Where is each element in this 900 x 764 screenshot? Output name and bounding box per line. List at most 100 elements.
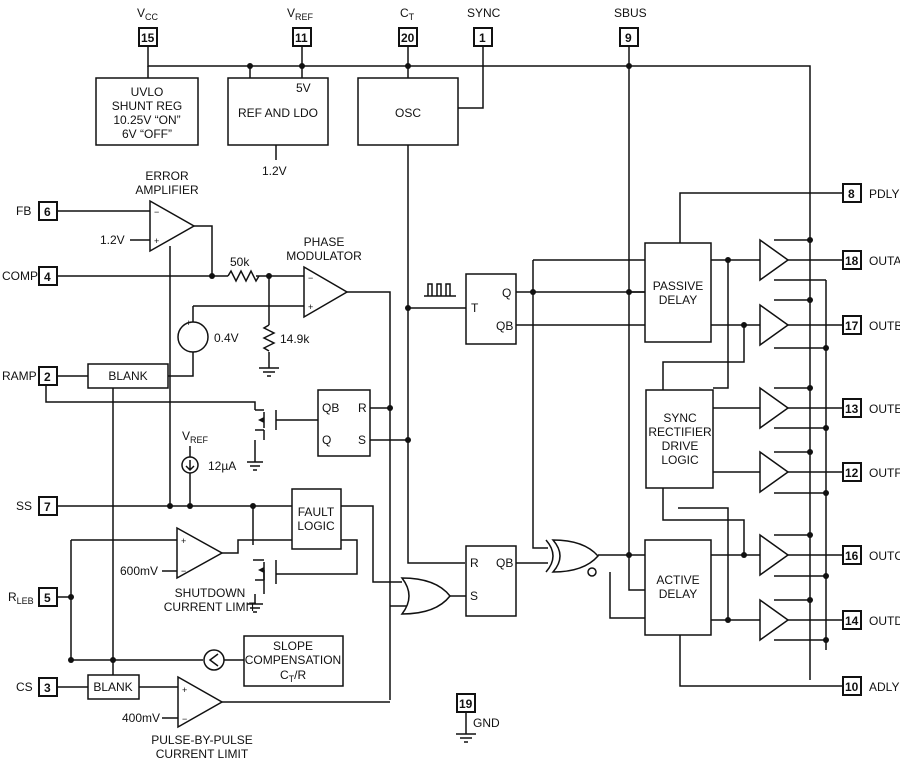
svg-text:RLEB: RLEB: [8, 590, 34, 606]
svg-text:VREF: VREF: [182, 429, 209, 445]
svg-text:13: 13: [845, 402, 859, 416]
svg-text:R: R: [358, 401, 367, 415]
svg-text:SHUTDOWN: SHUTDOWN: [175, 586, 246, 600]
pin-oute: 13 OUTE: [842, 398, 900, 418]
svg-text:+: +: [308, 302, 313, 312]
svg-text:CT/R: CT/R: [280, 668, 307, 684]
svg-text:6V “OFF”: 6V “OFF”: [122, 127, 172, 141]
svg-text:10.25V “ON”: 10.25V “ON”: [113, 113, 180, 127]
svg-text:FAULT: FAULT: [298, 505, 335, 519]
svg-text:COMPENSATION: COMPENSATION: [245, 653, 341, 667]
svg-text:CURRENT LIMIT: CURRENT LIMIT: [156, 747, 249, 761]
clock-symbol: [424, 283, 456, 297]
fault-logic: FAULT LOGIC: [291, 488, 342, 550]
svg-text:+: +: [154, 236, 159, 246]
svg-text:DELAY: DELAY: [659, 587, 697, 601]
svg-text:CT: CT: [400, 6, 415, 22]
svg-text:15: 15: [141, 31, 155, 45]
svg-text:CS: CS: [16, 680, 33, 694]
svg-text:QB: QB: [496, 556, 513, 570]
svg-text:LOGIC: LOGIC: [297, 519, 335, 533]
pin-ss: SS 7: [16, 496, 58, 516]
svg-text:COMP: COMP: [2, 269, 38, 283]
blank-block-1: BLANK: [87, 363, 169, 389]
svg-text:PHASE: PHASE: [304, 235, 345, 249]
svg-text:SYNC: SYNC: [663, 411, 697, 425]
svg-text:18: 18: [845, 254, 859, 268]
svg-text:S: S: [358, 433, 366, 447]
svg-text:UVLO: UVLO: [131, 85, 164, 99]
svg-text:+: +: [182, 685, 187, 695]
svg-text:SLOPE: SLOPE: [273, 639, 313, 653]
mosfet-1: [247, 409, 277, 471]
svg-text:DRIVE: DRIVE: [662, 439, 699, 453]
svg-text:T: T: [471, 301, 479, 315]
svg-text:1: 1: [479, 31, 486, 45]
svg-text:OUTC: OUTC: [869, 549, 900, 563]
active-delay: ACTIVE DELAY: [644, 539, 712, 636]
svg-text:+: +: [186, 318, 191, 328]
resistor-14k9: 14.9k: [259, 324, 310, 377]
svg-text:−: −: [154, 207, 159, 217]
svg-text:20: 20: [401, 31, 415, 45]
svg-text:12µA: 12µA: [208, 459, 236, 473]
svg-text:−: −: [308, 273, 313, 283]
svg-text:5: 5: [44, 591, 51, 605]
error-amplifier: ERROR AMPLIFIER − + 1.2V: [100, 169, 199, 253]
pin-comp: COMP 4: [2, 266, 58, 286]
svg-text:AMPLIFIER: AMPLIFIER: [135, 183, 199, 197]
svg-text:R: R: [470, 556, 479, 570]
svg-text:VREF: VREF: [287, 6, 314, 22]
svg-text:−: −: [182, 714, 187, 724]
svg-text:SS: SS: [16, 499, 32, 513]
svg-text:+: +: [181, 536, 186, 546]
pin-sbus: SBUS 9: [614, 6, 647, 47]
blank-block-2: BLANK: [87, 674, 140, 700]
svg-text:50k: 50k: [230, 255, 250, 269]
mosfet-2: [247, 559, 277, 613]
svg-text:19: 19: [459, 697, 473, 711]
svg-text:QB: QB: [496, 319, 513, 333]
slope-compensation: SLOPE COMPENSATION CT/R: [243, 635, 344, 687]
svg-text:600mV: 600mV: [120, 564, 158, 578]
svg-text:OUTA: OUTA: [869, 254, 900, 268]
resistor-50k: 50k: [227, 255, 260, 283]
pin-cs: CS 3: [16, 677, 58, 697]
uvlo-block: UVLO SHUNT REG 10.25V “ON” 6V “OFF”: [95, 77, 199, 146]
pin-ramp: RAMP 2: [2, 366, 58, 386]
junction-dots: [68, 63, 829, 663]
svg-text:SYNC: SYNC: [467, 6, 501, 20]
svg-text:12: 12: [845, 466, 859, 480]
svg-text:BLANK: BLANK: [108, 369, 147, 383]
svg-text:1.2V: 1.2V: [262, 164, 287, 178]
pin-ct: CT 20: [398, 6, 418, 47]
svg-text:2: 2: [44, 370, 51, 384]
svg-text:3: 3: [44, 681, 51, 695]
svg-text:8: 8: [848, 187, 855, 201]
svg-text:SHUNT REG: SHUNT REG: [112, 99, 182, 113]
svg-text:14: 14: [845, 614, 859, 628]
pin-gnd: 19 GND: [456, 693, 500, 743]
svg-text:OUTE: OUTE: [869, 402, 900, 416]
svg-text:MODULATOR: MODULATOR: [286, 249, 362, 263]
svg-text:GND: GND: [473, 716, 500, 730]
svg-text:−: −: [181, 566, 186, 576]
pin-adly: 10 ADLY: [842, 676, 899, 696]
svg-text:PDLY: PDLY: [869, 187, 899, 201]
sync-rectifier-logic: SYNC RECTIFIER DRIVE LOGIC: [645, 389, 714, 489]
svg-text:11: 11: [295, 31, 308, 45]
phase-modulator: PHASE MODULATOR − +: [286, 235, 362, 319]
pin-outa: 18 OUTA: [842, 250, 900, 270]
or-gate: [400, 577, 451, 615]
svg-text:PASSIVE: PASSIVE: [653, 279, 703, 293]
pin-vcc: VCC 15: [137, 6, 159, 47]
pin-fb: FB 6: [16, 201, 58, 221]
svg-text:PULSE-BY-PULSE: PULSE-BY-PULSE: [151, 733, 253, 747]
svg-text:Q: Q: [502, 286, 511, 300]
svg-text:S: S: [470, 589, 478, 603]
svg-text:4: 4: [44, 270, 51, 284]
wires: [45, 46, 843, 734]
slope-current-source: [203, 649, 225, 671]
passive-delay: PASSIVE DELAY: [644, 242, 712, 343]
